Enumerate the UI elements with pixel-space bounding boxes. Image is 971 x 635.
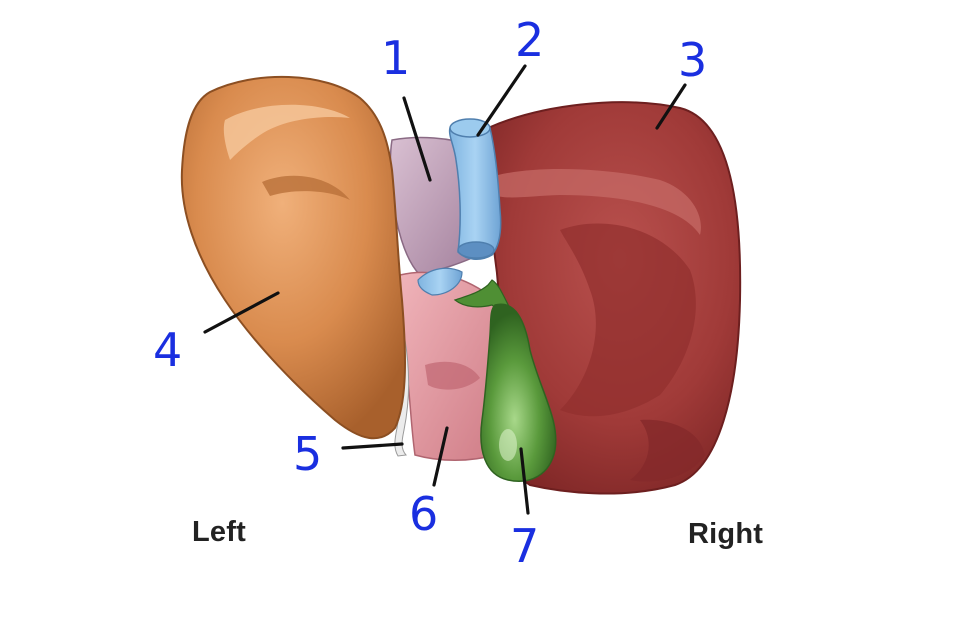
structure-7-highlight [499, 429, 517, 461]
structure-6-shadow [425, 361, 480, 390]
leader-line-4 [203, 291, 280, 334]
leader-line-5 [341, 442, 404, 450]
structure-3-fold [560, 223, 696, 417]
leader-line-1 [402, 96, 432, 182]
leader-line-2 [476, 64, 527, 137]
structure-4-highlight [223, 104, 350, 160]
right-side-label: Right [688, 518, 764, 550]
label-number-4: 4 [153, 323, 182, 377]
structure-3-highlight [495, 168, 701, 235]
label-number-5: 5 [293, 427, 322, 481]
label-number-3: 3 [678, 33, 707, 87]
label-number-2: 2 [515, 13, 544, 67]
structure-2-small-branch [417, 267, 463, 296]
leader-line-3 [655, 83, 687, 130]
label-number-6: 6 [409, 487, 438, 541]
leader-line-7 [519, 447, 530, 515]
structure-7-sac [480, 303, 557, 482]
leader-line-6 [432, 426, 449, 487]
structure-2-vessel-bottom [457, 241, 495, 259]
structure-4-region [180, 75, 407, 440]
structure-3-lower-fold [630, 419, 705, 482]
structure-4-fold [262, 175, 350, 200]
label-number-7: 7 [510, 519, 539, 573]
label-number-1: 1 [381, 31, 410, 85]
left-side-label: Left [192, 516, 246, 548]
